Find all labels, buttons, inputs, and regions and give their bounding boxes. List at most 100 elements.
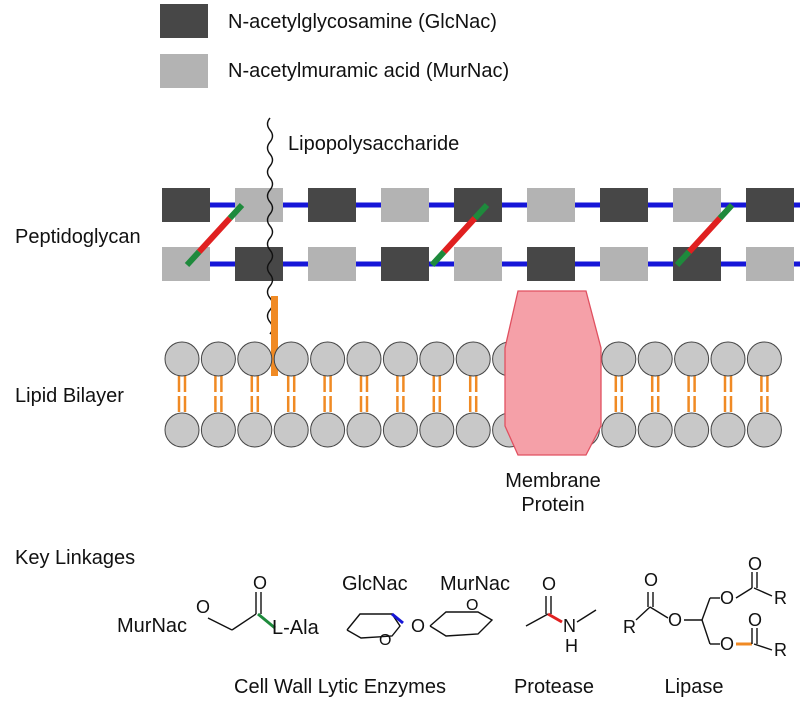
lipid-head-outer: [164, 341, 200, 377]
key-linkages-label: Key Linkages: [15, 547, 135, 569]
lipopolysaccharide: Lipopolysaccharide: [266, 117, 459, 376]
glcnac-unit: [308, 188, 356, 222]
bond: [701, 597, 711, 621]
crosslink-peptide: [196, 216, 233, 254]
glycosidic-linkage: GlcNac MurNac O O O: [342, 573, 510, 649]
crosslink-end: [717, 202, 735, 221]
murnac-unit: [308, 247, 356, 281]
glcnac-unit: [600, 188, 648, 222]
glycosidic-glcnac-label: GlcNac: [342, 573, 408, 595]
lipid-head-outer: [273, 341, 309, 377]
tail-gap: [430, 392, 443, 396]
tail-gap: [722, 392, 734, 396]
lipase-o4: O: [748, 554, 762, 574]
membrane-protein-shape: [504, 290, 602, 456]
lipid-head-inner: [200, 412, 236, 448]
lipid-head-outer: [382, 341, 418, 377]
lipid-head-outer: [746, 341, 782, 377]
legend-label-glcnac: N-acetylglycosamine (GlcNac): [228, 11, 497, 33]
tail-gap: [758, 392, 771, 396]
glcnac-unit: [746, 188, 794, 222]
lipid-head-inner: [674, 412, 710, 448]
tail-gap: [467, 392, 480, 396]
lipase-o2: O: [668, 610, 682, 630]
lipid-head-outer: [419, 341, 455, 377]
lipase-o1: O: [644, 570, 658, 590]
murnac-unit: [235, 188, 283, 222]
murnac-unit: [600, 247, 648, 281]
lipid-head-outer: [346, 341, 382, 377]
tail-gap: [212, 392, 225, 396]
tail-gap: [612, 392, 625, 396]
crosslink-end: [227, 202, 245, 221]
lipid-head-inner: [273, 412, 309, 448]
membrane-protein-label-line2: Protein: [521, 494, 584, 516]
glycosidic-bridge-o: O: [411, 616, 425, 636]
glcnac-unit: [381, 247, 429, 281]
lipase-r1: R: [623, 617, 636, 637]
crosslink-end: [472, 202, 490, 221]
crosslink-end: [429, 249, 447, 268]
caption-cell-wall: Cell Wall Lytic Enzymes: [234, 676, 446, 698]
legend-swatch-murnac: [160, 54, 208, 88]
lipid-head-inner: [237, 412, 273, 448]
murnac-unit: [454, 247, 502, 281]
lipid-head-outer: [200, 341, 236, 377]
lipase-r3: R: [774, 640, 787, 660]
lipid-head-inner: [382, 412, 418, 448]
tail-gap: [649, 392, 662, 396]
murnac-lactyl-ether-o: O: [196, 597, 210, 617]
lipid-head-outer: [237, 341, 273, 377]
lipopolysaccharide-chain: [266, 117, 274, 335]
murnac-lactyl-lala-label: L-Ala: [272, 617, 320, 639]
murnac-ring: [429, 611, 494, 637]
lipid-bilayer-label: Lipid Bilayer: [15, 385, 124, 407]
lipase-ester: O R O O O R O O R: [623, 554, 787, 660]
lipid-head-outer: [601, 341, 637, 377]
lipopolysaccharide-label: Lipopolysaccharide: [288, 133, 459, 155]
lipid-head-inner: [310, 412, 346, 448]
tail-gap: [394, 392, 407, 396]
lipid-head-inner: [455, 412, 491, 448]
murnac-lactyl-carbonyl-o: O: [253, 573, 267, 593]
murnac-unit: [381, 188, 429, 222]
lipid-head-outer: [637, 341, 673, 377]
bond: [635, 606, 651, 621]
tail-gap: [685, 392, 698, 396]
lipid-head-inner: [746, 412, 782, 448]
crosslink-end: [674, 249, 692, 268]
glcnac-ring-o: O: [379, 632, 391, 649]
caption-lipase: Lipase: [665, 676, 724, 698]
lipase-r2: R: [774, 588, 787, 608]
murnac-unit: [527, 188, 575, 222]
tail-gap: [176, 392, 188, 396]
lipase-o3: O: [720, 588, 734, 608]
legend-swatch-glcnac: [160, 4, 208, 38]
murnac-unit: [746, 247, 794, 281]
bond: [753, 643, 773, 651]
bond: [576, 609, 597, 623]
lipase-o6: O: [748, 610, 762, 630]
lipid-head-inner: [601, 412, 637, 448]
glycosidic-murnac-label: MurNac: [440, 573, 510, 595]
protease-h: H: [565, 636, 578, 656]
bond: [701, 619, 711, 645]
glcnac-unit: [235, 247, 283, 281]
lipid-head-outer: [455, 341, 491, 377]
murnac-lactyl-linkage: MurNac O O L-Ala: [117, 573, 320, 639]
tail-gap: [285, 392, 298, 396]
lipid-head-inner: [637, 412, 673, 448]
crosslink-peptide: [441, 216, 478, 254]
legend-label-murnac: N-acetylmuramic acid (MurNac): [228, 60, 509, 82]
lipopolysaccharide-anchor: [271, 296, 278, 376]
glcnac-unit: [527, 247, 575, 281]
lipid-bilayer: [164, 341, 782, 448]
legend: N-acetylglycosamine (GlcNac) N-acetylmur…: [160, 4, 509, 88]
tail-gap: [358, 392, 370, 396]
glcnac-ring: [346, 613, 401, 639]
bond: [231, 613, 257, 631]
tail-gap: [248, 392, 261, 396]
bond: [207, 617, 233, 631]
bond: [753, 587, 773, 597]
